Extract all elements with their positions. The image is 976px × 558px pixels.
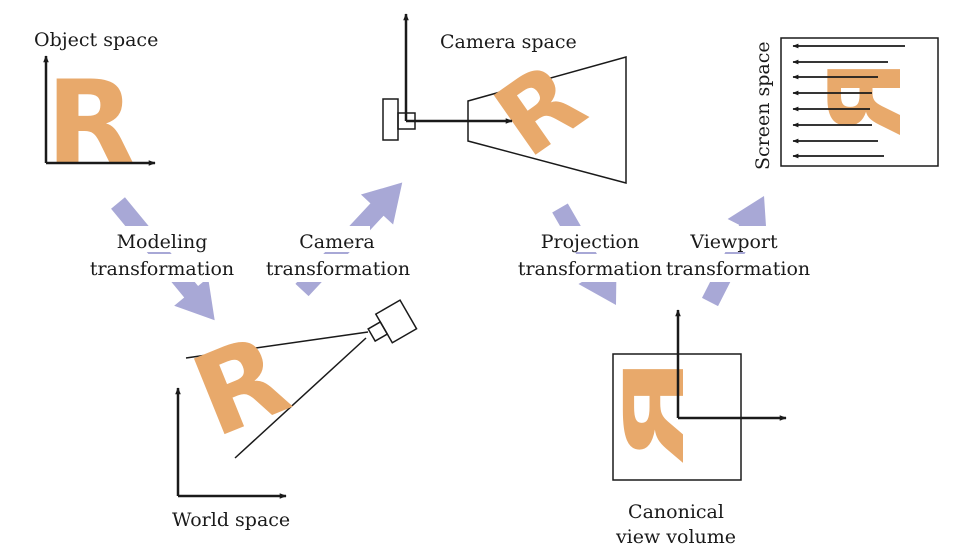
camera-space-label: Camera space xyxy=(440,31,577,53)
camera-label-line2: transformation xyxy=(266,258,410,280)
canonical-label-line2: view volume xyxy=(615,526,736,548)
object-space-glyph: R xyxy=(46,56,135,191)
camera-frustum xyxy=(467,56,627,184)
world-view-ray-lower xyxy=(234,337,367,459)
viewport-label-line2: transformation xyxy=(666,258,810,280)
transformation-labels: Modeling transformation Camera transform… xyxy=(88,226,812,282)
object-space-panel: Object space R xyxy=(34,29,158,191)
modeling-label-line1: Modeling xyxy=(117,231,208,253)
world-camera-lens xyxy=(367,320,389,343)
projection-label-backdrop-2 xyxy=(516,254,664,282)
camera-label-backdrop xyxy=(304,226,370,252)
camera-space-panel: Camera space R xyxy=(382,13,627,184)
screen-space-panel: R Screen space xyxy=(752,37,939,170)
screen-frame xyxy=(780,37,939,167)
world-space-glyph: R xyxy=(176,310,305,463)
canonical-label-line1: Canonical xyxy=(628,501,724,523)
modeling-label-backdrop xyxy=(113,226,211,252)
projection-label-line2: transformation xyxy=(518,258,662,280)
camera-label-line1: Camera xyxy=(299,231,375,253)
scanlines xyxy=(792,43,905,159)
camera-body xyxy=(382,98,399,141)
projection-label-line1: Projection xyxy=(541,231,639,253)
modeling-label-backdrop-2 xyxy=(88,254,236,282)
canonical-view-volume-panel: R Canonical view volume xyxy=(607,309,787,548)
world-space-panel: R World space xyxy=(172,299,418,531)
world-view-ray-upper xyxy=(185,331,369,359)
screen-space-label: Screen space xyxy=(752,41,774,170)
camera-space-glyph: R xyxy=(475,40,605,180)
viewport-label-backdrop xyxy=(694,226,774,252)
world-camera xyxy=(367,299,418,344)
world-space-label: World space xyxy=(172,509,290,531)
object-space-label: Object space xyxy=(34,29,158,51)
viewport-label-backdrop-2 xyxy=(664,254,812,282)
viewport-label-line1: Viewport xyxy=(689,231,778,253)
modeling-label-line2: transformation xyxy=(90,258,234,280)
camera-label-backdrop-2 xyxy=(264,254,412,282)
projection-label-backdrop xyxy=(538,226,644,252)
canonical-volume-glyph: R xyxy=(607,356,703,466)
